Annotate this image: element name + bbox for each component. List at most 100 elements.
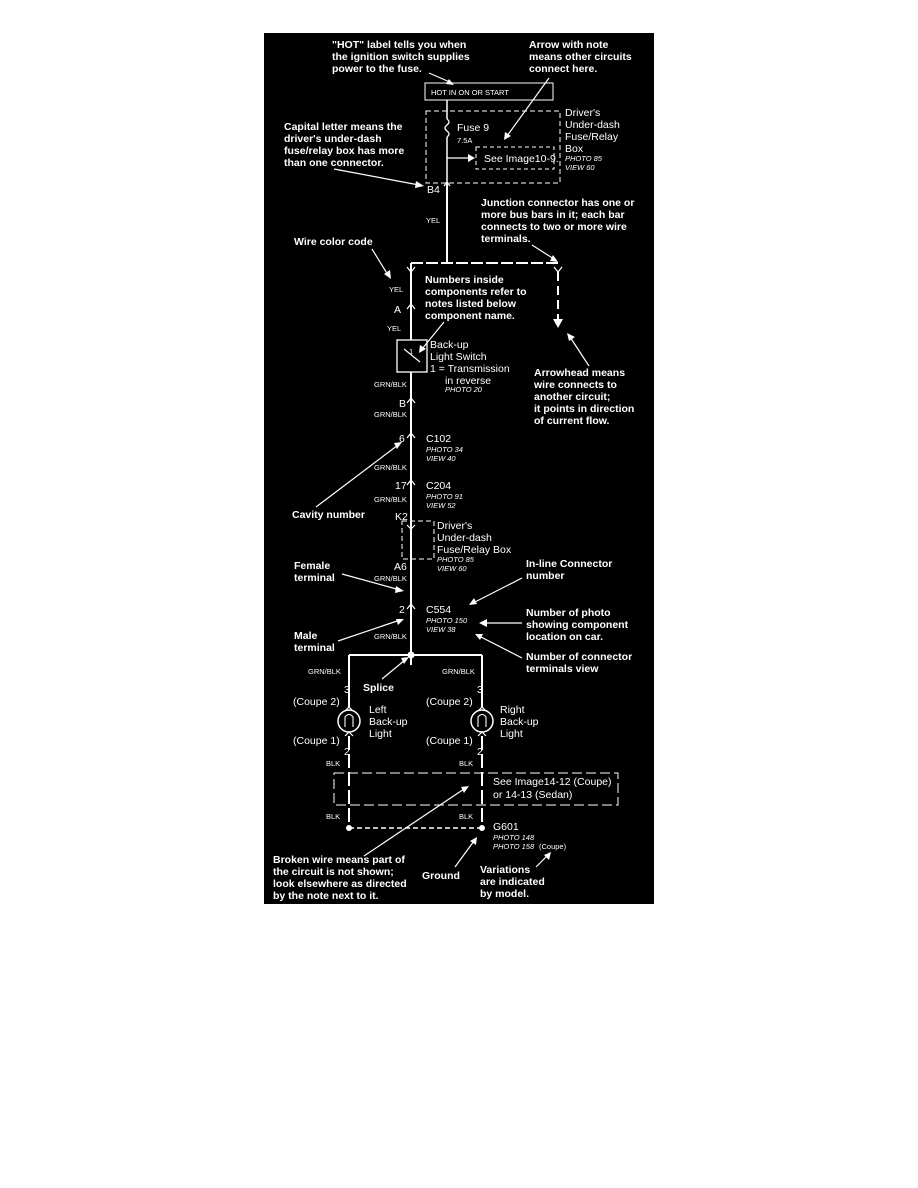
ground-dot-right <box>479 825 485 831</box>
svg-text:In-line Connector: In-line Connector <box>526 558 612 570</box>
wire-color-blk: BLK <box>326 759 340 768</box>
svg-text:Fuse/Relay Box: Fuse/Relay Box <box>437 544 512 556</box>
arrow-head <box>401 657 409 664</box>
broken-pointer <box>363 788 465 857</box>
capital-letter-callout: Capital letter means the driver's under-… <box>284 121 404 169</box>
ground-callout: Ground <box>422 870 460 882</box>
svg-text:VIEW 60: VIEW 60 <box>437 564 467 573</box>
bulb-filament <box>477 713 487 727</box>
svg-text:more bus bars in it; each bar: more bus bars in it; each bar <box>481 209 625 221</box>
left-light-label: Left Back-up Light <box>369 704 408 740</box>
inline-connector-callout: In-line Connector number <box>526 558 612 582</box>
svg-text:showing component: showing component <box>526 619 629 631</box>
switch-note-number: 1 <box>409 347 413 356</box>
arrowhead-pointer <box>569 336 590 367</box>
svg-text:are indicated: are indicated <box>480 876 545 888</box>
svg-text:Male: Male <box>294 630 318 642</box>
coupe2-left: (Coupe 2) <box>293 696 340 708</box>
c102-view: VIEW 40 <box>426 454 456 463</box>
wire-color-grn-blk: GRN/BLK <box>374 495 407 504</box>
svg-text:PHOTO 85: PHOTO 85 <box>437 555 475 564</box>
fuse-box-1 <box>425 110 561 184</box>
wire-color-grn-blk: GRN/BLK <box>374 410 407 419</box>
svg-text:Arrow with note: Arrow with note <box>529 39 608 51</box>
pin-3-right: 3 <box>477 684 483 696</box>
pin-a: A <box>394 304 401 316</box>
svg-text:Driver's: Driver's <box>565 107 600 119</box>
arrow-head <box>396 619 404 625</box>
c554-photo: PHOTO 150 <box>426 616 468 625</box>
cavity-callout: Cavity number <box>292 509 365 521</box>
wire-color-blk: BLK <box>459 759 473 768</box>
svg-text:Number of connector: Number of connector <box>526 651 632 663</box>
right-light-label: Right Back-up Light <box>500 704 539 740</box>
bulb-filament <box>344 713 354 727</box>
c554-view: VIEW 38 <box>426 625 456 634</box>
variations-callout: Variations are indicated by model. <box>480 864 545 900</box>
svg-text:means other circuits: means other circuits <box>529 51 632 63</box>
left-bulb-icon <box>337 709 361 733</box>
terminal-icon <box>477 731 487 737</box>
svg-text:driver's under-dash: driver's under-dash <box>284 133 382 145</box>
junction-pointer <box>531 244 555 260</box>
fuse-box-1-label: Driver's Under-dash Fuse/Relay Box PHOTO… <box>565 107 620 172</box>
svg-text:terminal: terminal <box>294 642 335 654</box>
arrow-head <box>384 270 391 279</box>
junction-callout: Junction connector has one or more bus b… <box>481 197 634 245</box>
see-image-2-line1: See Image14-12 (Coupe) <box>493 776 612 788</box>
female-terminal-callout: Female terminal <box>294 560 335 584</box>
numbers-inside-callout: Numbers inside components refer to notes… <box>425 274 527 322</box>
svg-text:look elsewhere as directed: look elsewhere as directed <box>273 878 407 890</box>
svg-text:Back-up: Back-up <box>500 716 539 728</box>
arrow-head <box>567 333 575 341</box>
terminal-icon <box>406 303 416 310</box>
see-image-box-1 <box>475 146 555 170</box>
svg-text:Arrowhead means: Arrowhead means <box>534 367 625 379</box>
arrow-head <box>475 634 483 640</box>
terminal-icon <box>406 432 416 439</box>
svg-text:Back-up: Back-up <box>430 339 469 351</box>
svg-text:fuse/relay box has more: fuse/relay box has more <box>284 145 404 157</box>
arrow-head <box>446 79 454 85</box>
arrow-head <box>395 586 404 593</box>
svg-text:"HOT" label tells you when: "HOT" label tells you when <box>332 39 466 51</box>
svg-text:Under-dash: Under-dash <box>437 532 492 544</box>
arrow-head <box>415 181 424 188</box>
terminal-icon <box>443 181 451 187</box>
svg-text:Cavity number: Cavity number <box>292 509 365 521</box>
connector-c204: C204 <box>426 480 451 492</box>
wire-color-blk: BLK <box>459 812 473 821</box>
arrowhead-callout: Arrowhead means wire connects to another… <box>533 367 634 427</box>
connector-c554: C554 <box>426 604 451 616</box>
svg-text:terminals view: terminals view <box>526 663 599 675</box>
female-pointer <box>341 573 401 591</box>
svg-text:Box: Box <box>565 143 584 155</box>
svg-text:Light Switch: Light Switch <box>430 351 487 363</box>
wire-color-yel: YEL <box>387 324 401 333</box>
wire-color-grn-blk: GRN/BLK <box>442 667 475 676</box>
wire-color-grn-blk: GRN/BLK <box>374 463 407 472</box>
hot-box <box>424 82 554 101</box>
c204-view: VIEW 52 <box>426 501 456 510</box>
connector-b4: B4 <box>427 184 440 196</box>
svg-text:PHOTO 20: PHOTO 20 <box>445 385 483 394</box>
svg-text:Variations: Variations <box>480 864 530 876</box>
arrow-head <box>461 786 469 793</box>
wiring-diagram: "HOT" label tells you when the ignition … <box>273 39 634 902</box>
connector-c102: C102 <box>426 433 451 445</box>
svg-text:Wire color code: Wire color code <box>294 236 373 248</box>
arrow-head <box>469 598 477 605</box>
broken-wire-callout: Broken wire means part of the circuit is… <box>273 854 407 902</box>
photo-number-callout: Number of photo showing component locati… <box>526 607 629 643</box>
fuse-amp: 7.5A <box>457 136 472 145</box>
cavity-pointer <box>315 444 399 508</box>
svg-text:Left: Left <box>369 704 387 716</box>
arrow-head <box>479 619 487 627</box>
terminal-icon <box>406 479 416 486</box>
svg-text:the circuit is not shown;: the circuit is not shown; <box>273 866 394 878</box>
svg-text:terminal: terminal <box>294 572 335 584</box>
svg-text:1 = Transmission: 1 = Transmission <box>430 363 510 375</box>
wire-color-grn-blk: GRN/BLK <box>374 632 407 641</box>
pin-2: 2 <box>399 604 405 616</box>
arrow-head <box>419 345 426 353</box>
